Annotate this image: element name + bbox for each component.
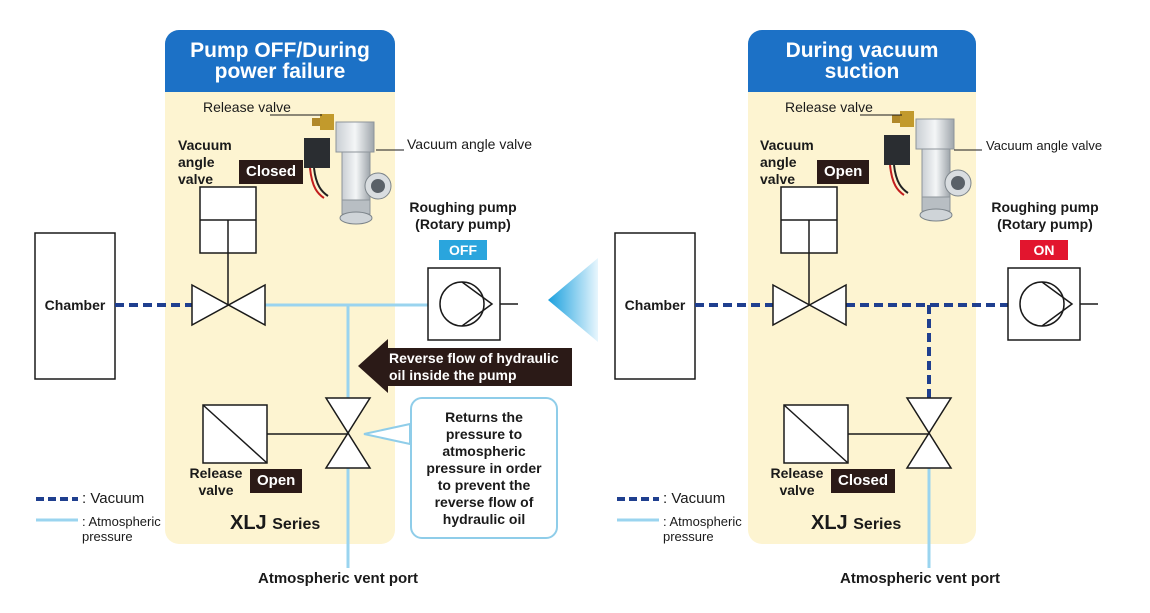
left-note-pointer [363,422,411,446]
right-pump-label: Roughing pump (Rotary pump) [991,199,1099,232]
right-release-valve-symbol [905,397,953,469]
left-vent-port-label: Atmospheric vent port [258,570,419,587]
left-series-suffix: Series [272,516,321,533]
left-pump-label: Roughing pump (Rotary pump) [409,199,517,232]
left-valve-state-badge: Closed [239,160,304,184]
right-valve-symbol-label: Vacuum angle valve [760,137,814,187]
left-legend-atmos: : Atmospheric pressure [82,514,161,544]
right-release-state-badge: Closed [831,469,896,493]
left-vacuum-angle-valve-photo-label: Vacuum angle valve [407,136,533,152]
left-reverse-flow-label: Reverse flow of hydraulic oil inside the… [389,350,559,383]
left-valve-symbol-label: Vacuum angle valve [178,137,232,187]
transition-arrow [548,258,598,342]
right-chamber-label: Chamber [624,297,686,313]
right-chamber-box [614,232,696,380]
left-header-text: Pump OFF/During power failure [190,39,370,83]
right-series-suffix: Series [853,516,902,533]
left-chamber-box [34,232,116,380]
right-pump-state-badge: ON [1020,240,1068,260]
left-note-box: Returns the pressure to atmospheric pres… [410,397,558,539]
right-vacuum-angle-valve-photo-label: Vacuum angle valve [986,138,1103,153]
left-release-state-badge: Open [250,469,303,493]
left-note-text: Returns the pressure to atmospheric pres… [426,408,542,527]
right-legend-atmos: : Atmospheric pressure [663,514,742,544]
right-release-symbol-label: Release valve [770,465,824,498]
left-legend-vacuum: : Vacuum [82,490,145,507]
right-valve-state-badge: Open [817,160,870,184]
right-legend-vacuum: : Vacuum [663,490,726,507]
left-valve-photo [304,114,392,225]
right-series-name: XLJ [811,512,848,534]
right-series-label: XLJ Series [811,512,901,535]
right-vent-port-label: Atmospheric vent port [840,570,1001,587]
right-panel-header: During vacuum suction [748,30,976,92]
left-chamber-label: Chamber [44,297,106,313]
left-release-valve-symbol [324,397,372,469]
left-series-label: XLJ Series [230,512,320,535]
left-release-valve-photo-label: Release valve [203,99,291,115]
right-header-text: During vacuum suction [785,39,939,83]
right-release-valve-photo-label: Release valve [785,99,873,115]
left-pump-state-badge: OFF [439,240,487,260]
left-reverse-flow-arrow [358,339,572,393]
left-panel-header: Pump OFF/During power failure [165,30,395,92]
left-series-name: XLJ [230,512,267,534]
right-valve-photo [884,111,972,222]
left-release-symbol-label: Release valve [189,465,243,498]
